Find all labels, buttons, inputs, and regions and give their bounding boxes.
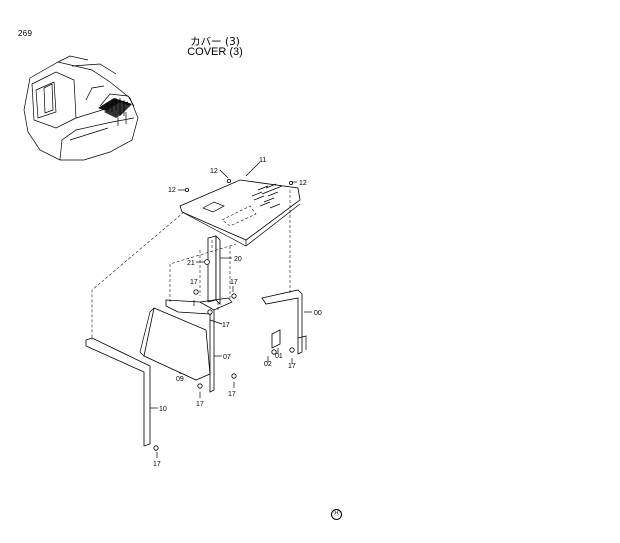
callout-17-middle: 17 (222, 322, 230, 329)
callout-12-top: 12 (210, 168, 218, 175)
callout-21: 21 (187, 260, 195, 267)
callout-07: 07 (223, 354, 231, 361)
callout-17-upper-left: 17 (190, 279, 198, 286)
right-bracket (261, 289, 307, 355)
leader-lines (150, 161, 312, 458)
callout-10: 10 (159, 406, 167, 413)
small-bracket (271, 329, 281, 349)
bolts (153, 289, 295, 451)
top-cover-plate (179, 178, 301, 247)
callout-12-right: 12 (299, 180, 307, 187)
footer-mark: Ⓗ (331, 509, 342, 520)
title-english: COVER (3) (187, 46, 243, 58)
callout-20: 20 (234, 256, 242, 263)
side-frame (165, 297, 233, 393)
callout-17-lower-right: 17 (228, 391, 236, 398)
title-japanese: カバー (3) (190, 36, 240, 48)
assembly-guide-lines (91, 190, 291, 340)
callout-11: 11 (259, 157, 266, 164)
callout-17-upper-right: 17 (230, 279, 238, 286)
callout-17-lower-left: 17 (196, 401, 204, 408)
callout-09: 09 (176, 376, 184, 383)
callout-17-bottom: 17 (153, 461, 161, 468)
callout-02: 02 (264, 361, 272, 368)
machine-overview-illustration (23, 55, 139, 161)
left-l-bracket (85, 337, 151, 447)
callout-00: 00 (314, 310, 322, 317)
highlighted-cover-area (98, 93, 135, 126)
callout-17-right-bracket: 17 (288, 363, 296, 370)
callout-01: 01 (275, 353, 283, 360)
vertical-bracket (204, 235, 221, 305)
lower-cover-panel (139, 307, 211, 381)
callout-12-left: 12 (168, 187, 176, 194)
page-number: 269 (18, 29, 33, 38)
